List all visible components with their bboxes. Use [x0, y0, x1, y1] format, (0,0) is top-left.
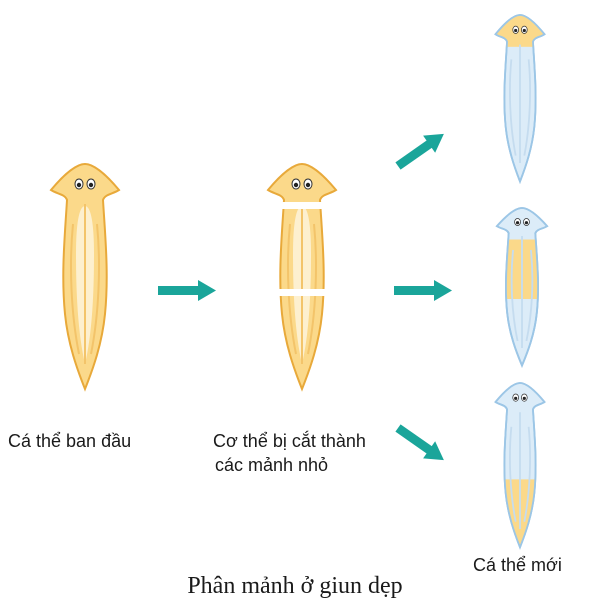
label-cut-line-1: Cơ thể bị cắt thành	[213, 431, 366, 451]
label-cut-body: Cơ thể bị cắt thành các mảnh nhỏ	[213, 429, 366, 477]
arrow-right-icon	[158, 280, 216, 301]
label-cut-line-2: các mảnh nhỏ	[215, 455, 329, 475]
new-flatworm-head-piece	[494, 14, 546, 183]
label-original-individual: Cá thể ban đầu	[8, 431, 132, 451]
original-flatworm	[50, 163, 120, 390]
diagram-caption: Phân mảnh ở giun dẹp	[187, 573, 403, 599]
new-flatworm-tail-piece	[494, 382, 546, 549]
label-new-individual: Cá thể mới	[473, 555, 562, 575]
arrow-down-right-icon	[395, 424, 444, 461]
arrow-up-right-icon	[395, 133, 444, 170]
new-flatworm-middle-piece	[495, 207, 549, 367]
cut-line-bottom	[272, 289, 332, 296]
arrow-right-icon	[394, 280, 452, 301]
cut-line-top	[272, 202, 332, 209]
cut-flatworm	[267, 163, 337, 390]
